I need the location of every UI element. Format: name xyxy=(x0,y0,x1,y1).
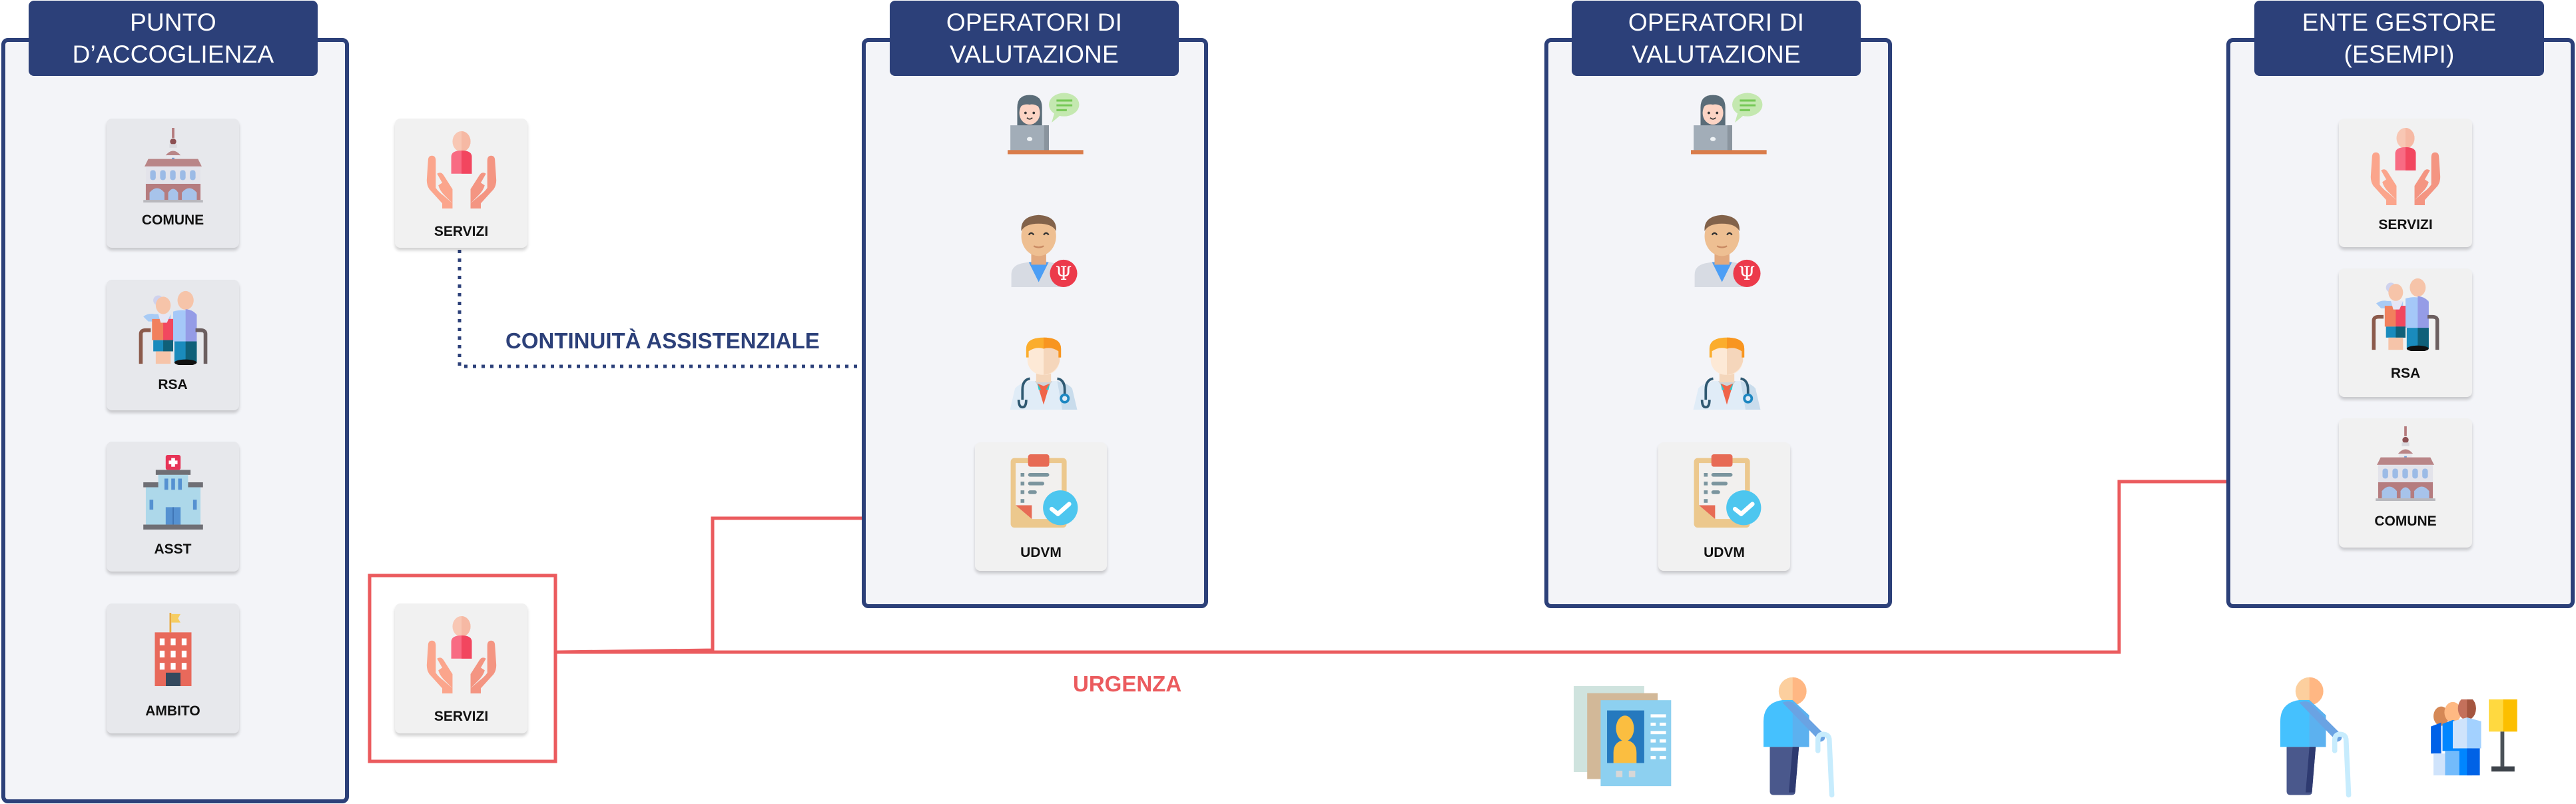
doctor-icon xyxy=(1006,335,1081,410)
card-label: COMUNE xyxy=(2374,514,2437,529)
waiting-people-sign-icon xyxy=(2426,699,2518,777)
card-label: UDVM xyxy=(1020,545,1062,560)
card-comune-ente[interactable]: COMUNE xyxy=(2339,418,2472,548)
panel-title-line2: (ESEMPI) xyxy=(2344,40,2455,68)
panel-header-punto-accoglienza: PUNTO D’ACCOGLIENZA xyxy=(29,1,318,76)
panel-header-operatori-1: OPERATORI DI VALUTAZIONE xyxy=(890,1,1179,76)
card-label: AMBITO xyxy=(145,703,200,719)
card-label: UDVM xyxy=(1704,545,1745,560)
urgency-label: URGENZA xyxy=(1073,671,1182,696)
card-udvm-2[interactable]: UDVM xyxy=(1658,442,1790,571)
panel-header-ente-gestore: ENTE GESTORE (ESEMPI) xyxy=(2254,1,2544,76)
panel-title-line1: OPERATORI DI xyxy=(1628,8,1805,36)
card-servizi-continuity[interactable]: SERVIZI xyxy=(395,119,527,248)
clipboard-check-icon xyxy=(1007,454,1082,529)
elderly-man-cane-icon xyxy=(2280,675,2356,799)
elderly-man-cane-icon xyxy=(1764,675,1839,799)
office-building-flag-icon xyxy=(143,613,204,686)
card-udvm-1[interactable]: UDVM xyxy=(975,442,1107,571)
doctor-icon xyxy=(1690,335,1764,410)
card-label: SERVIZI xyxy=(434,224,489,239)
panel-header-operatori-2: OPERATORI DI VALUTAZIONE xyxy=(1572,1,1861,76)
town-hall-icon xyxy=(141,128,206,202)
operator-at-laptop-icon xyxy=(1008,86,1090,161)
card-label: RSA xyxy=(158,377,188,392)
care-hands-icon xyxy=(423,127,500,213)
psychologist-icon xyxy=(1008,212,1082,287)
panel-title-line2: D’ACCOGLIENZA xyxy=(72,40,274,68)
clipboard-check-icon xyxy=(1690,454,1765,529)
elderly-couple-icon xyxy=(2369,278,2442,351)
panel-title-line1: ENTE GESTORE xyxy=(2302,8,2497,36)
card-servizi-urgency[interactable]: SERVIZI xyxy=(395,603,527,733)
elderly-couple-icon xyxy=(136,290,210,365)
hospital-icon xyxy=(136,455,210,530)
psychologist-icon xyxy=(1691,212,1766,287)
panel-title-line1: PUNTO xyxy=(130,8,216,36)
card-servizi-ente[interactable]: SERVIZI xyxy=(2339,119,2472,247)
card-rsa[interactable]: RSA xyxy=(107,280,239,410)
card-label: SERVIZI xyxy=(434,709,489,724)
continuity-label: CONTINUITÀ ASSISTENZIALE xyxy=(505,328,820,353)
card-label: COMUNE xyxy=(141,212,204,228)
card-ambito[interactable]: AMBITO xyxy=(107,603,239,733)
care-hands-icon xyxy=(2367,125,2444,208)
urgency-highlight-box xyxy=(368,574,557,763)
urgency-connector-to-ente-gestore xyxy=(557,480,2228,654)
operator-at-laptop-icon xyxy=(1691,86,1773,161)
id-documents-icon xyxy=(1574,685,1676,789)
card-label: SERVIZI xyxy=(2378,217,2433,232)
town-hall-icon xyxy=(2372,426,2439,501)
care-hands-icon xyxy=(423,611,500,698)
panel-title-line2: VALUTAZIONE xyxy=(1632,40,1801,68)
panel-title-line2: VALUTAZIONE xyxy=(950,40,1119,68)
panel-title-line1: OPERATORI DI xyxy=(946,8,1123,36)
card-label: ASST xyxy=(154,542,192,557)
card-asst[interactable]: ASST xyxy=(107,442,239,572)
card-comune[interactable]: COMUNE xyxy=(107,119,239,248)
card-rsa-ente[interactable]: RSA xyxy=(2339,268,2472,397)
card-label: RSA xyxy=(2390,366,2421,381)
